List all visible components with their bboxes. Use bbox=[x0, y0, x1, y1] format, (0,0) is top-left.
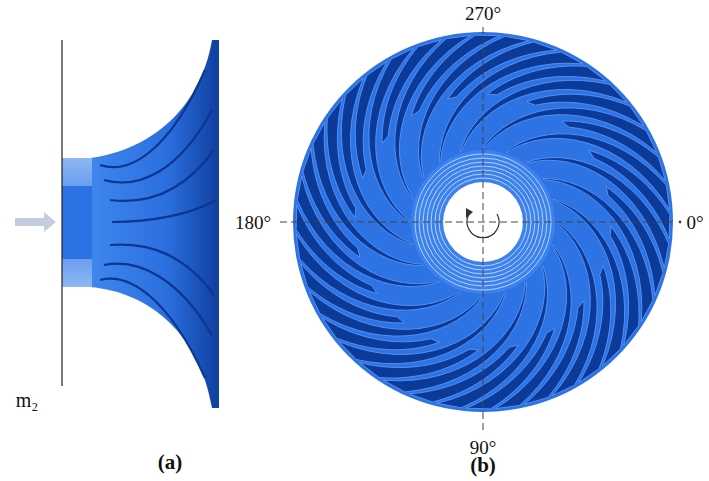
axis-end-dot bbox=[679, 221, 682, 224]
blade bbox=[579, 266, 611, 383]
hub-cylinder bbox=[62, 158, 92, 287]
section-label: m₂ bbox=[16, 390, 39, 410]
rotation-arrowhead bbox=[466, 208, 473, 218]
side-view bbox=[15, 40, 219, 408]
hub-band bbox=[62, 186, 92, 259]
panel-label: (b) bbox=[470, 455, 496, 476]
reference-axes bbox=[280, 27, 676, 434]
section-line bbox=[61, 40, 62, 386]
angle-label: 270° bbox=[465, 4, 501, 23]
front-view bbox=[280, 27, 681, 434]
blade bbox=[553, 199, 624, 366]
angle-label: 0° bbox=[686, 213, 703, 232]
angle-label: 180° bbox=[235, 213, 271, 232]
flow-arrow bbox=[15, 212, 56, 232]
angle-label: 90° bbox=[470, 438, 497, 457]
blade-edges bbox=[100, 70, 216, 378]
panel-label: (a) bbox=[158, 452, 183, 473]
shroud-profile bbox=[90, 40, 219, 408]
